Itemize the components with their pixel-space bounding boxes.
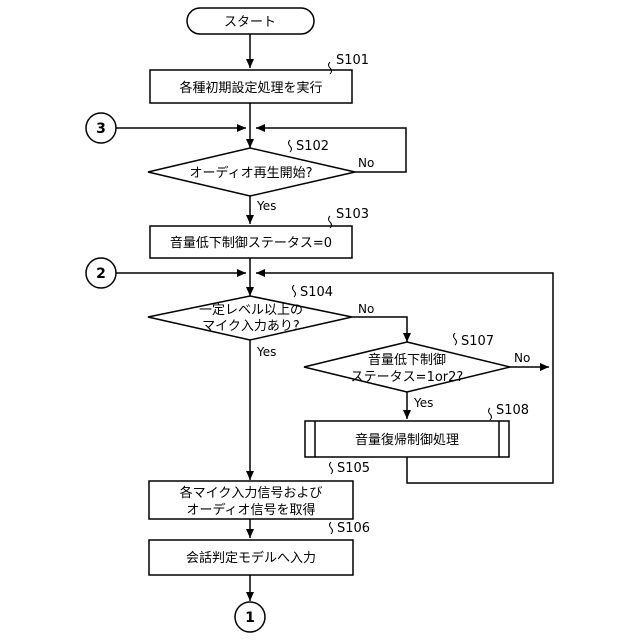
process-s106: 会話判定モデルへ入力 S106 [149, 521, 370, 575]
connector-1-label: 1 [245, 610, 255, 626]
s104-label-line2: マイク入力あり? [202, 319, 300, 334]
s104-label-line1: 一定レベル以上の [199, 303, 303, 318]
s102-yes-label: Yes [256, 199, 276, 213]
s107-label-line1: 音量低下制御 [368, 352, 446, 368]
s102-label: オーディオ再生開始? [190, 165, 313, 181]
s105-label-line1: 各マイク入力信号および [180, 485, 323, 501]
connector-3-label: 3 [96, 121, 106, 137]
s102-no-label: No [358, 156, 374, 170]
s103-step: S103 [336, 207, 369, 222]
s102-step: S102 [296, 139, 329, 154]
s103-label: 音量低下制御ステータス=0 [170, 235, 332, 251]
s108-label: 音量復帰制御処理 [355, 432, 459, 448]
decision-s102: オーディオ再生開始? S102 No Yes [148, 139, 374, 213]
s105-step: S105 [337, 461, 370, 476]
edge-s104-no [352, 317, 407, 342]
s105-label-line2: オーディオ信号を取得 [186, 502, 315, 518]
s107-no-label: No [514, 351, 530, 365]
process-s105: 各マイク入力信号および オーディオ信号を取得 S105 [149, 461, 370, 519]
s107-label-line2: ステータス=1or2? [351, 370, 464, 385]
connector-3: 3 [86, 113, 116, 143]
s108-step: S108 [496, 403, 529, 418]
s107-step-tilde [454, 333, 457, 345]
s107-yes-label: Yes [413, 396, 433, 410]
connector-1: 1 [235, 602, 265, 632]
s101-step: S101 [336, 53, 369, 68]
s106-step-tilde [330, 522, 333, 534]
s104-yes-label: Yes [256, 345, 276, 359]
s105-step-tilde [330, 462, 333, 474]
process-s108: 音量復帰制御処理 S108 [305, 403, 529, 457]
start-terminal: スタート [187, 8, 314, 34]
decision-s104: 一定レベル以上の マイク入力あり? S104 No Yes [148, 285, 374, 359]
s101-label: 各種初期設定処理を実行 [179, 80, 322, 96]
s107-step: S107 [461, 334, 494, 349]
s102-step-tilde [289, 140, 292, 152]
connector-2: 2 [86, 258, 116, 288]
start-label: スタート [224, 15, 276, 30]
process-s101: 各種初期設定処理を実行 S101 [150, 53, 369, 103]
s108-step-tilde [489, 408, 492, 420]
decision-s107: 音量低下制御 ステータス=1or2? S107 No Yes [304, 333, 530, 410]
s104-step-tilde [293, 285, 296, 297]
connector-2-label: 2 [96, 266, 106, 282]
s106-label: 会話判定モデルへ入力 [186, 550, 316, 566]
s106-step: S106 [337, 521, 370, 536]
process-s103: 音量低下制御ステータス=0 S103 [150, 207, 369, 258]
s104-no-label: No [358, 302, 374, 316]
s104-step: S104 [300, 285, 333, 300]
